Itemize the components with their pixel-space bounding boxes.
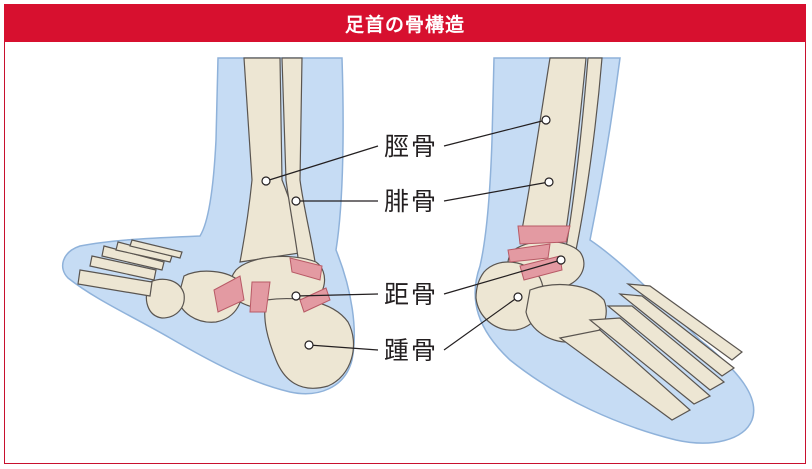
- left-foot-ligaments: [213, 257, 331, 313]
- right-foot-ligaments: [507, 225, 571, 281]
- label-talus: 距骨: [384, 280, 439, 309]
- label-fibula: 腓骨: [384, 187, 439, 216]
- diagram-title: 足首の骨構造: [344, 13, 465, 36]
- leader-lines: [265, 119, 562, 351]
- right-foot-bones: [475, 57, 743, 421]
- leader-points: [261, 115, 566, 350]
- label-tibia: 脛骨: [384, 132, 439, 161]
- title-bar: 足首の骨構造: [4, 4, 806, 42]
- label-calcaneus: 踵骨: [384, 336, 439, 365]
